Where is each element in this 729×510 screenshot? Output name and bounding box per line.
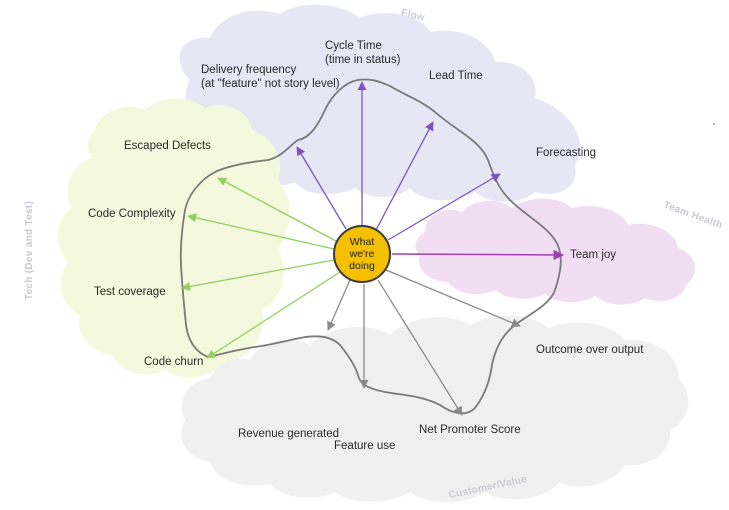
metric-label-cycle-time: Cycle Time (time in status)	[325, 40, 401, 66]
cloud-tech	[57, 98, 290, 378]
metric-label-delivery-frequency: Delivery frequency (at "feature" not sto…	[201, 64, 340, 90]
center-label: What we're doing	[349, 236, 375, 272]
metric-label-outcome-over-output: Outcome over output	[536, 344, 644, 356]
arrow-team-joy	[391, 249, 565, 261]
metric-label-lead-time: Lead Time	[429, 70, 483, 82]
cloud-flow	[179, 4, 581, 202]
stray-dot	[713, 123, 715, 125]
metric-label-team-joy: Team joy	[570, 249, 617, 261]
cluster-label-tech: Tech (Dev and Test)	[24, 200, 36, 301]
metric-label-feature-use: Feature use	[334, 440, 396, 452]
arrow-code-churn	[206, 271, 341, 359]
metric-label-escaped-defects: Escaped Defects	[124, 140, 211, 152]
metric-label-forecasting: Forecasting	[536, 147, 597, 159]
metric-label-code-complexity: Code Complexity	[88, 208, 176, 220]
arrow-delivery-frequency	[296, 146, 347, 230]
cloud-customer-value	[181, 315, 689, 503]
metric-label-revenue-generated: Revenue generated	[238, 428, 340, 440]
arrow-forecasting	[387, 173, 501, 241]
arrow-revenue-generated	[327, 279, 351, 331]
arrow-lead-time	[375, 121, 434, 231]
arrow-test-coverage	[181, 259, 335, 291]
center-node: What we're doing	[333, 225, 391, 283]
arrow-escaped-defects	[217, 177, 337, 242]
arrow-net-promoter-score	[377, 279, 463, 416]
scope-outline	[179, 78, 562, 415]
arrow-code-complexity	[187, 213, 335, 250]
arrow-outcome-over-output	[385, 269, 521, 328]
metric-label-test-coverage: Test coverage	[94, 286, 166, 298]
metric-label-net-promoter-score: Net Promoter Score	[419, 424, 521, 436]
metric-label-code-churn: Code churn	[144, 356, 204, 368]
